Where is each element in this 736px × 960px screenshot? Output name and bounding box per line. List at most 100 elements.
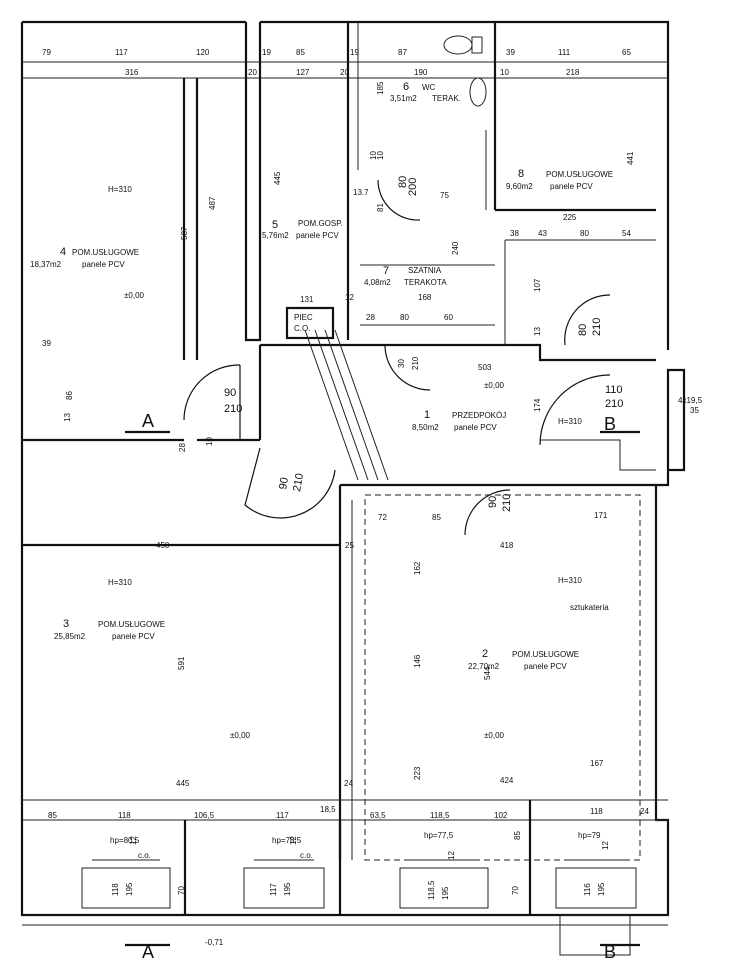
room-8-floor: panele PCV [550,182,593,191]
window-2-height: 195 [283,882,292,896]
window-labels: hp=80,5 c.o. 118 195 hp=78,5 c.o. 117 19… [110,831,606,900]
door-4-width: 90 [487,496,499,508]
dimension-label: 146 [413,654,422,668]
window-3-hp: hp=77,5 [424,831,454,840]
dimension-label: 39 [506,48,515,57]
door-4-height: 210 [501,494,513,512]
dimension-label: 503 [478,363,492,372]
dimension-label: 424 [500,776,514,785]
dimension-label: 10 [205,437,214,446]
dimension-label: 24 [640,807,649,816]
dimension-label: 111 [558,48,571,57]
room-5-name: POM.GOSP. [298,219,343,228]
window-2-co: c.o. [300,851,313,860]
dimension-label: 12 [345,293,354,302]
dimension-label: 13.7 [353,188,369,197]
walls [20,20,686,956]
level-exterior: -0,71 [205,938,224,947]
dimension-label: 591 [177,656,186,670]
room-1-number: 1 [424,409,430,421]
dimension-label: 65 [622,48,631,57]
door-2-width: 90 [277,476,291,490]
dimension-label: 418 [500,541,514,550]
dimension-label: 70 [511,886,520,895]
dimension-label: 12 [447,851,456,860]
level-room-1: ±0,00 [484,381,505,390]
window-2-size: 117 [269,883,278,896]
door-6-width: 80 [397,176,409,188]
room-2-floor: panele PCV [524,662,567,671]
height-room-2: H=310 [558,576,582,585]
wc-fixtures [443,35,487,107]
dimension-label: 487 [208,196,217,210]
dimension-label: 316 [125,68,139,77]
dimension-label: 10 [500,68,509,77]
dimension-label: 240 [451,241,460,255]
door-labels: 90 210 90 210 110 210 90 210 80 210 80 2… [224,176,623,512]
room-8-area: 9,60m2 [506,182,533,191]
door-arcs [183,179,611,536]
dimension-label: 79 [42,48,51,57]
room-2-name: POM.USŁUGOWE [512,650,579,659]
room-3-area: 25,85m2 [54,632,86,641]
door-3-height: 210 [605,398,623,410]
door-5-width: 80 [577,324,589,336]
room-3-number: 3 [63,618,69,630]
dimension-label: 120 [196,48,210,57]
dimension-label: 441 [626,151,635,165]
dimension-label: 87 [398,48,407,57]
dimension-label: 162 [413,561,422,575]
room-3-name: POM.USŁUGOWE [98,620,165,629]
section-marks: A B A B [125,411,640,960]
dimension-label: 24 [344,779,353,788]
dimension-label: 86 [65,391,74,400]
window-1-height: 195 [125,882,134,896]
dimension-label: 18,5 [320,805,336,814]
window-3-size: 118,5 [427,880,436,900]
dimension-label: 30 [397,359,406,368]
section-mark-b-top: B [604,414,616,434]
dimension-label: 75 [440,191,449,200]
room-6-area: 3,51m2 [390,94,417,103]
dimension-label: 63,5 [370,811,386,820]
room-7-name: SZATNIA [408,266,442,275]
dimension-label: 35 [690,406,699,415]
room-3-floor: panele PCV [112,632,155,641]
door-3-width: 110 [605,384,623,396]
dimension-label: 171 [594,511,608,520]
dimension-label: 12 [289,836,298,845]
dimension-label: 10 [376,151,385,160]
dimension-label: 12 [601,841,610,850]
window-1-co: c.o. [138,851,151,860]
dimension-label: 445 [176,779,190,788]
room-1-name: PRZEDPOKÓJ [452,411,506,420]
dimension-label: 118,5 [430,811,450,820]
room-4-name: POM.USŁUGOWE [72,248,139,257]
dimension-label: 28 [366,313,375,322]
dimension-label: 70 [177,886,186,895]
dimension-label: 127 [296,68,310,77]
dimension-label: 13 [533,327,542,336]
window-3-height: 195 [441,886,450,900]
piec-line-1: PIEC [294,313,313,322]
dimension-label: 13 [63,413,72,422]
dimension-label: 218 [566,68,580,77]
room-6-name: WC [422,83,436,92]
door-1-width: 90 [224,387,236,399]
room-6-floor: TERAK. [432,94,461,103]
dimension-label: 4x19,5 [678,396,703,405]
dimension-label: 85 [513,831,522,840]
dimension-label: 20 [248,68,257,77]
room-6-number: 6 [403,81,409,93]
window-4-size: 116 [583,883,592,896]
dimension-label: 25 [345,541,354,550]
dimension-label: 85 [432,513,441,522]
window-1-size: 118 [111,883,120,896]
dimension-label: 450 [156,541,170,550]
dimension-label: 85 [48,811,57,820]
level-room-3: ±0,00 [230,731,251,740]
room-labels: 1 PRZEDPOKÓJ 8,50m2 panele PCV 2 POM.USŁ… [30,81,613,671]
door-1-height: 210 [224,403,242,415]
